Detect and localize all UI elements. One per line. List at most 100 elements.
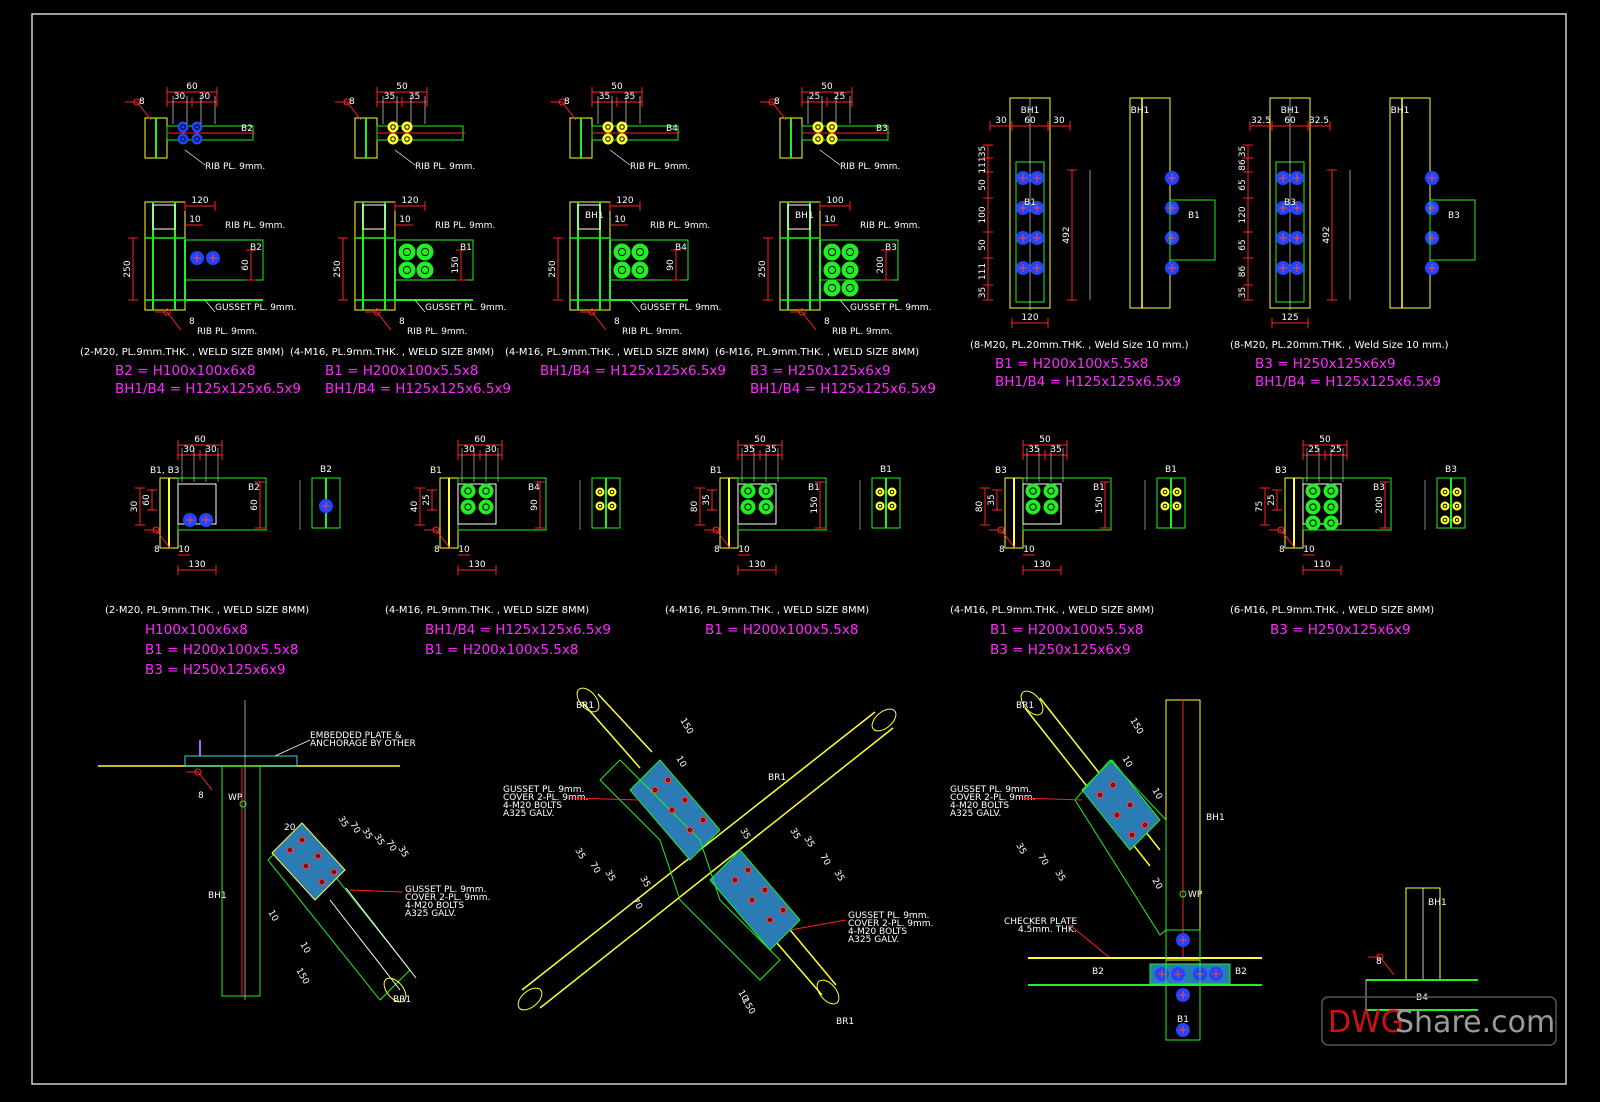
detail-caption: (6-M16, PL.9mm.THK. , WELD SIZE 8MM) [715, 347, 919, 358]
weld-symbol [152, 526, 160, 534]
column-cap [152, 204, 176, 230]
bolt-head [1323, 499, 1339, 515]
gusset-plate [599, 759, 781, 981]
member-spec: B3 = H250x125x6x9 [1255, 356, 1396, 372]
member-spec: BH1/B4 = H125x125x6.5x9 [115, 381, 301, 397]
brace-dim: 35 [637, 875, 651, 890]
brace-dim: 20 [284, 823, 296, 833]
dim-plan-a: 35 [384, 92, 395, 102]
dim-top-c: 32.5 [1309, 116, 1329, 126]
bolt-ring [1454, 503, 1460, 509]
dim-elev-bolts: 60 [241, 259, 251, 271]
bolt-head [595, 501, 605, 511]
dim-left-b: 35 [987, 494, 997, 505]
bolt-ring [609, 503, 615, 509]
detail-caption: (2-M20, PL.9mm.THK. , WELD SIZE 8MM) [105, 605, 309, 616]
bolt-ring [845, 265, 855, 275]
dim-side: 35 [1238, 287, 1248, 298]
dim-total: 492 [1062, 226, 1072, 243]
bolt-ring [827, 247, 837, 257]
bolt-head [602, 121, 614, 133]
gusset-label: GUSSET PL. 9mm. [425, 303, 506, 313]
weld-size: 8 [1376, 957, 1382, 967]
bolt-ring [827, 265, 837, 275]
bolt-ring [404, 124, 410, 130]
leader [839, 299, 851, 313]
bolt-head [1113, 811, 1121, 819]
connection-plate [457, 483, 497, 525]
dim-top-a: 30 [995, 116, 1007, 126]
bolt-head [387, 121, 399, 133]
dim-left-a: 40 [410, 501, 420, 513]
dim-right: 90 [530, 499, 540, 511]
bolt-ring [653, 788, 657, 792]
bolt-head [875, 501, 885, 511]
column-tag-side: BH1 [1131, 106, 1150, 116]
brace-dim: 35 [801, 835, 815, 850]
bolt-head [740, 483, 756, 499]
bolt-head [887, 501, 897, 511]
weld-size: 8 [349, 97, 355, 107]
column-tag-side: BH1 [1391, 106, 1410, 116]
bolt-head [651, 786, 659, 794]
bolt-head [1440, 501, 1450, 511]
brace-note: 4-M20 BOLTS [405, 901, 464, 911]
dim-elev-height: 250 [333, 260, 343, 277]
weld-symbol [343, 98, 351, 106]
connection-plate [1022, 483, 1062, 525]
bolt-ring [482, 503, 490, 511]
dim-top-a: 35 [1028, 445, 1039, 455]
leader [819, 149, 841, 166]
dim-top-total: 50 [1319, 435, 1331, 445]
rib-label: RIB PL. 9mm. [650, 221, 710, 231]
brace-dim: 35 [787, 827, 801, 842]
dim-top-b: 35 [1050, 445, 1061, 455]
detail-caption: (2-M20, PL.9mm.THK. , WELD SIZE 8MM) [80, 347, 284, 358]
bolt-head [681, 796, 689, 804]
dim-left-b: 35 [702, 494, 712, 505]
beam-tag: B1 [808, 483, 820, 493]
weld-symbol [1376, 953, 1384, 961]
bolt-head [1025, 483, 1041, 499]
column-tag: BH1 [585, 211, 604, 221]
weld-size: 8 [139, 97, 145, 107]
bolt-ring [1454, 517, 1460, 523]
bolt-ring [670, 808, 674, 812]
bolt-ring [877, 489, 883, 495]
member-tag: B1 [710, 466, 722, 476]
dim-plan-a: 35 [599, 92, 610, 102]
dim-elev-bolts: 200 [876, 256, 886, 273]
dim-left-b: 60 [142, 494, 152, 506]
brace-note: COVER 2-PL. 9mm. [950, 793, 1035, 803]
bolt-ring [845, 247, 855, 257]
bolt-ring [1047, 503, 1055, 511]
weld-symbol [133, 98, 141, 106]
member-spec: H100x100x6x8 [145, 622, 248, 638]
bolt-head [298, 836, 306, 844]
bolt-ring [605, 136, 611, 142]
dim-right: 60 [250, 499, 260, 511]
weld-size: 8 [189, 317, 195, 327]
bolt-head [668, 806, 676, 814]
bolt-ring [597, 489, 603, 495]
bolt-head [416, 243, 434, 261]
bolt-head [731, 876, 739, 884]
leader [394, 149, 416, 166]
beam-tag: B4 [1416, 993, 1428, 1003]
rib-label: RIB PL. 9mm. [205, 162, 265, 172]
dim-plan-total: 60 [186, 82, 198, 92]
bolt-ring [320, 880, 324, 884]
dim-left-b: 25 [422, 494, 432, 505]
dim-elev-width: 120 [401, 196, 418, 206]
brace-note: 4-M20 BOLTS [503, 801, 562, 811]
dim-plan-b: 30 [199, 92, 211, 102]
brace-end [816, 979, 840, 1005]
bolt-head [766, 916, 774, 924]
bolt-ring [1309, 503, 1317, 511]
dim-bottom: 130 [1033, 560, 1050, 570]
leader [204, 299, 216, 313]
